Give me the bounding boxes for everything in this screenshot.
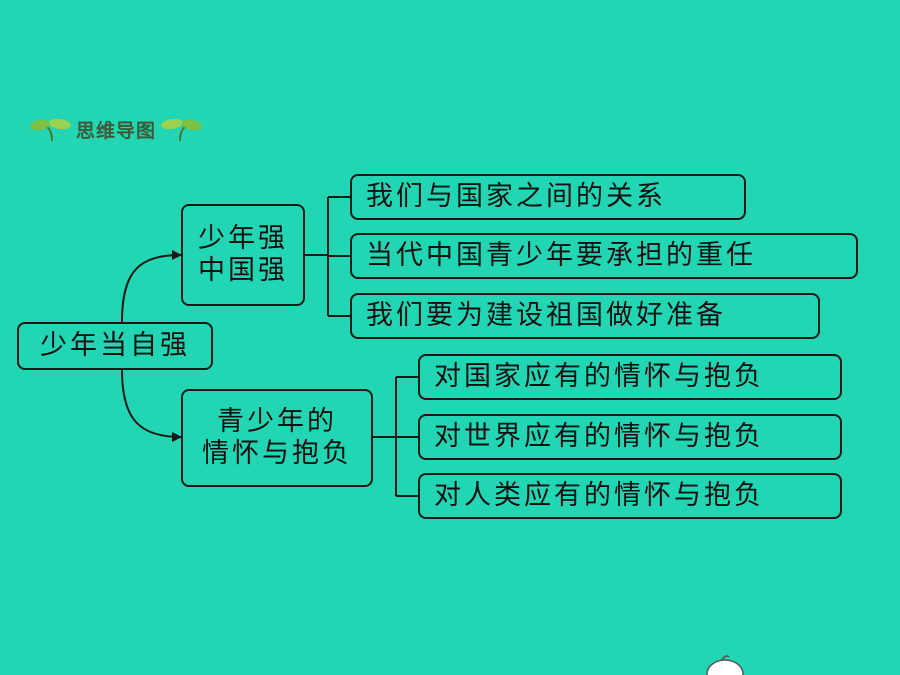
arrow-root-to-branch-1 <box>121 250 182 323</box>
mindmap-leaf-node: 当代中国青少年要承担的重任 <box>350 233 858 279</box>
leaf-label: 我们要为建设祖国做好准备 <box>366 299 726 331</box>
bracket-branch-2 <box>373 376 418 497</box>
leaf-label: 对国家应有的情怀与抱负 <box>434 360 764 392</box>
corner-decoration-icon <box>706 655 744 675</box>
header-title: 思维导图 <box>76 120 157 142</box>
bracket-branch-1 <box>305 196 350 317</box>
mindmap-leaf-node: 对人类应有的情怀与抱负 <box>418 473 842 519</box>
branch-2-label-line1: 青少年的 <box>217 405 337 437</box>
mindmap-leaf-node: 我们要为建设祖国做好准备 <box>350 293 820 339</box>
mindmap-root-node: 少年当自强 <box>17 322 213 370</box>
mindmap-leaf-node: 对国家应有的情怀与抱负 <box>418 354 842 400</box>
sprout-icon <box>30 118 71 141</box>
mindmap-branch-node-1: 少年强 中国强 <box>181 204 305 306</box>
arrow-root-to-branch-2 <box>121 369 182 442</box>
branch-1-label-line2: 中国强 <box>198 255 288 286</box>
mindmap-branch-node-2: 青少年的 情怀与抱负 <box>181 389 373 487</box>
branch-1-label-line1: 少年强 <box>198 222 288 254</box>
branch-2-label-line2: 情怀与抱负 <box>202 438 352 469</box>
mindmap-header: 思维导图 <box>30 116 202 143</box>
leaf-label: 对世界应有的情怀与抱负 <box>434 420 764 452</box>
leaf-label: 当代中国青少年要承担的重任 <box>366 239 756 271</box>
leaf-label: 我们与国家之间的关系 <box>366 180 666 212</box>
mindmap-leaf-node: 对世界应有的情怀与抱负 <box>418 414 842 460</box>
sprout-icon <box>161 118 202 141</box>
leaf-label: 对人类应有的情怀与抱负 <box>434 479 764 511</box>
root-label: 少年当自强 <box>40 329 190 361</box>
mindmap-leaf-node: 我们与国家之间的关系 <box>350 174 746 220</box>
